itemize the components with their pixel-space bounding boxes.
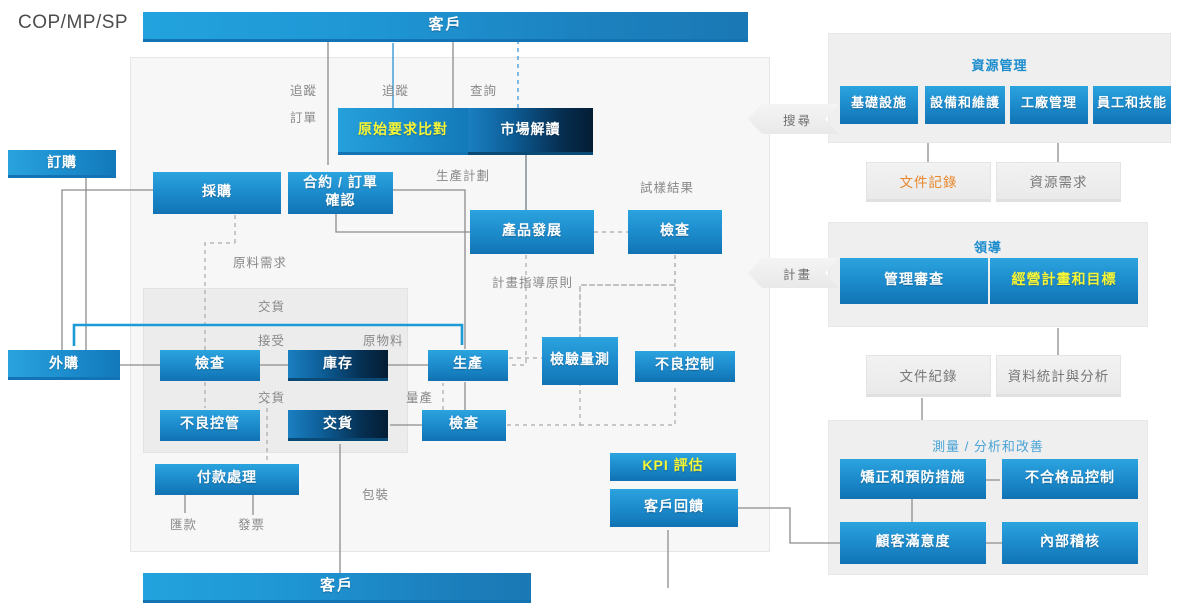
- label-track: 追蹤: [290, 84, 318, 98]
- box-internal-audit[interactable]: 內部稽核: [1002, 522, 1138, 564]
- label-mass-production: 量產: [406, 391, 434, 405]
- label-delivery-mid: 交貨: [258, 391, 286, 405]
- chevron-plan[interactable]: 計畫: [748, 258, 839, 288]
- label-trial-result: 試樣結果: [640, 181, 695, 195]
- top-customer-bar[interactable]: 客戶: [143, 12, 748, 42]
- box-business-plan-goals[interactable]: 經營計畫和目標: [990, 258, 1138, 304]
- box-production[interactable]: 生產: [428, 350, 508, 381]
- box-customer-feedback[interactable]: 客戶回饋: [610, 489, 738, 527]
- label-track-2: 追蹤: [382, 84, 410, 98]
- resource-management-title: 資源管理: [971, 58, 1028, 73]
- box-final-inspection[interactable]: 檢查: [422, 410, 506, 441]
- contract-line-2: 確認: [325, 191, 356, 208]
- box-customer-satisfaction[interactable]: 顧客滿意度: [840, 522, 986, 564]
- box-contract-order-confirm[interactable]: 合約 / 訂單 確認: [288, 172, 393, 214]
- label-inquiry: 查詢: [470, 84, 498, 98]
- leadership-title: 領導: [973, 240, 1002, 255]
- label-plan-guideline: 計畫指導原則: [492, 276, 574, 290]
- label-packaging: 包裝: [362, 488, 390, 502]
- softbox-document-record-1[interactable]: 文件記錄: [866, 162, 991, 202]
- box-infrastructure[interactable]: 基礎設施: [840, 86, 918, 124]
- box-management-review[interactable]: 管理審查: [840, 258, 988, 304]
- label-order-note: 訂單: [290, 111, 318, 125]
- box-delivery[interactable]: 交貨: [288, 410, 388, 441]
- label-delivery-top: 交貨: [258, 300, 286, 314]
- label-production-plan: 生產計劃: [436, 169, 491, 183]
- label-raw-material: 原物料: [363, 334, 404, 348]
- softbox-resource-demand[interactable]: 資源需求: [996, 162, 1121, 202]
- box-kpi-evaluation[interactable]: KPI 評估: [610, 453, 736, 481]
- label-material-requirement: 原料需求: [233, 256, 288, 270]
- label-accept: 接受: [258, 334, 286, 348]
- box-factory-management[interactable]: 工廠管理: [1010, 86, 1088, 124]
- label-remittance: 匯款: [170, 518, 198, 532]
- cop-label: COP/MP/SP: [18, 12, 129, 33]
- box-product-development[interactable]: 產品發展: [470, 210, 594, 254]
- box-inventory[interactable]: 庫存: [288, 350, 388, 381]
- box-defect-management[interactable]: 不良控管: [160, 410, 260, 441]
- box-defect-control[interactable]: 不良控制: [635, 351, 735, 382]
- box-nonconforming-product-control[interactable]: 不合格品控制: [1002, 459, 1138, 499]
- chevron-search[interactable]: 搜尋: [748, 104, 839, 134]
- bottom-customer-bar[interactable]: 客戶: [143, 573, 531, 603]
- softbox-data-statistics[interactable]: 資料統計與分析: [996, 355, 1121, 397]
- box-inspect-measure[interactable]: 檢驗量測: [542, 337, 618, 385]
- box-outsourcing[interactable]: 外購: [8, 350, 120, 380]
- box-procurement[interactable]: 採購: [153, 172, 281, 214]
- box-staff-skills[interactable]: 員工和技能: [1093, 86, 1171, 124]
- box-equipment-maintenance[interactable]: 設備和維護: [925, 86, 1005, 124]
- box-corrective-preventive-action[interactable]: 矯正和預防措施: [840, 459, 986, 499]
- box-inspection-trial[interactable]: 檢查: [628, 210, 722, 254]
- box-payment-processing[interactable]: 付款處理: [155, 464, 299, 495]
- label-invoice: 發票: [238, 518, 266, 532]
- box-market-interpretation[interactable]: 市場解讀: [468, 108, 593, 155]
- box-raw-requirement-compare[interactable]: 原始要求比對: [338, 108, 468, 155]
- measure-analyze-title: 測量 / 分析和改善: [932, 439, 1044, 454]
- box-incoming-inspection[interactable]: 檢查: [160, 350, 260, 381]
- contract-line-1: 合約 / 訂單: [303, 174, 378, 190]
- softbox-document-record-2[interactable]: 文件紀錄: [866, 355, 991, 397]
- box-order[interactable]: 訂購: [8, 150, 116, 178]
